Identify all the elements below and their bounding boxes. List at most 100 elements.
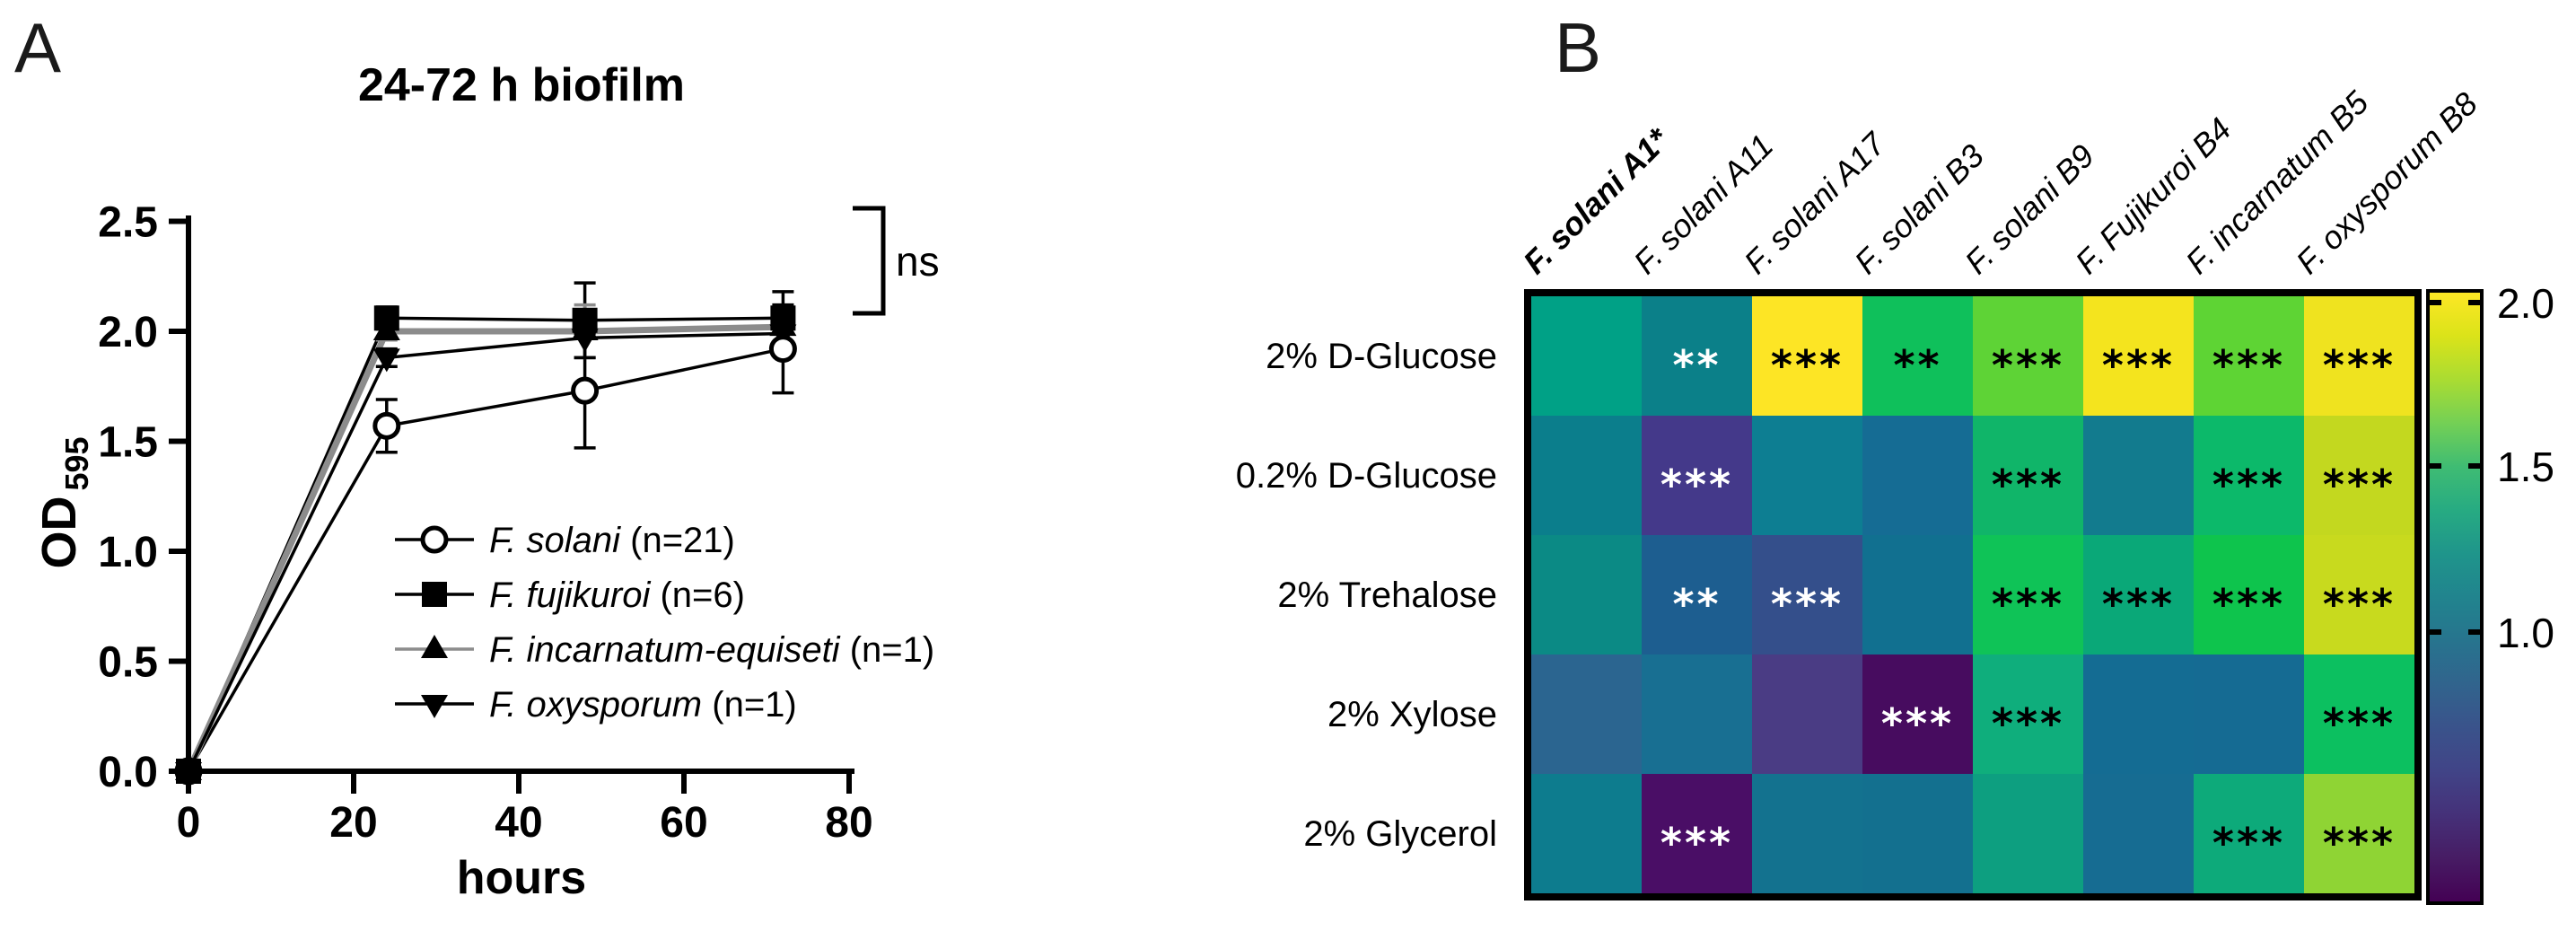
colorbar-tick-label: 2.0 (2497, 280, 2554, 328)
open-circle-marker (420, 525, 449, 554)
x-tick-label: 60 (660, 799, 707, 847)
chart-title: 24-72 h biofilm (358, 59, 685, 111)
biofilm-heatmap: ****************************************… (1524, 289, 2422, 900)
significance-stars: *** (1991, 340, 2065, 390)
heatmap-cell: *** (2194, 535, 2304, 654)
significance-stars: *** (1991, 579, 2065, 628)
heatmap-cell: *** (2304, 296, 2414, 416)
heatmap-colorbar (2426, 289, 2484, 905)
heatmap-cell: *** (1973, 416, 2083, 535)
significance-stars: *** (2322, 340, 2396, 390)
heatmap-cell: ** (1642, 535, 1752, 654)
heatmap-cell (2083, 774, 2194, 893)
heatmap-cell (1862, 416, 1973, 535)
heatmap-cell: *** (2083, 535, 2194, 654)
colorbar-tick (2430, 463, 2441, 470)
significance-stars: *** (2322, 579, 2396, 628)
filled-square-marker (572, 307, 598, 333)
significance-stars: *** (2212, 579, 2286, 628)
colorbar-tick-label: 1.0 (2497, 610, 2554, 657)
heatmap-cell: *** (2083, 296, 2194, 416)
heatmap-cell: *** (1752, 296, 1862, 416)
legend-label: F. fujikuroi (n=6) (489, 575, 745, 615)
significance-stars: *** (2212, 460, 2286, 509)
x-tick-label: 40 (495, 799, 542, 847)
y-axis-title: OD595 (32, 436, 95, 568)
panel-a-label: A (14, 8, 62, 87)
heatmap-row-label: 2% Glycerol (1303, 813, 1497, 854)
y-tick-label: 0.5 (98, 639, 158, 687)
heatmap-cell (1642, 654, 1752, 774)
significance-stars: *** (2101, 340, 2176, 390)
x-tick-label: 0 (177, 799, 201, 847)
y-tick-label: 1.5 (98, 419, 158, 467)
series-line-f-incarnatum-equiseti (185, 323, 784, 773)
significance-stars: *** (1770, 340, 1844, 390)
heatmap-cell (1973, 774, 2083, 893)
heatmap-cell: *** (1752, 535, 1862, 654)
series-line-f-solani (187, 347, 784, 772)
heatmap-cell: *** (2194, 296, 2304, 416)
significance-stars: *** (2322, 698, 2396, 748)
heatmap-cell (1531, 535, 1642, 654)
heatmap-row-label: 2% Trehalose (1277, 575, 1497, 615)
triangle-down-marker (372, 348, 400, 373)
heatmap-cell (1752, 774, 1862, 893)
triangle-up-marker (421, 635, 448, 658)
significance-stars: *** (1991, 698, 2065, 748)
ns-bracket (853, 206, 886, 316)
significance-stars: ** (1893, 340, 1942, 390)
colorbar-tick (2468, 463, 2480, 470)
legend-label: F. oxysporum (n=1) (489, 685, 797, 725)
open-circle-marker (768, 335, 797, 364)
heatmap-cell: ** (1862, 296, 1973, 416)
significance-stars: *** (2322, 460, 2396, 509)
heatmap-cell: *** (1642, 416, 1752, 535)
colorbar-tick (2430, 300, 2441, 306)
filled-square-marker (422, 582, 447, 607)
open-circle-marker (372, 411, 401, 440)
heatmap-cell: *** (2304, 416, 2414, 535)
heatmap-cell (1752, 654, 1862, 774)
heatmap-cell (1531, 774, 1642, 893)
significance-stars: ** (1672, 579, 1722, 628)
heatmap-cell: *** (2304, 535, 2414, 654)
y-tick-label: 1.0 (98, 529, 158, 576)
legend-label: F. solani (n=21) (489, 521, 735, 560)
significance-stars: *** (2212, 340, 2286, 390)
heatmap-cell: *** (2194, 774, 2304, 893)
significance-stars: *** (2322, 818, 2396, 867)
y-tick-label: 2.0 (98, 309, 158, 356)
significance-stars: ** (1672, 340, 1722, 390)
legend-item-f-oxysporum: F. oxysporum (n=1) (395, 685, 797, 725)
heatmap-cell: *** (1973, 296, 2083, 416)
colorbar-tick (2430, 629, 2441, 636)
legend-item-f-solani: F. solani (n=21) (395, 521, 735, 560)
colorbar-tick-label: 1.5 (2497, 444, 2554, 491)
heatmap-cell (1531, 296, 1642, 416)
heatmap-cell: *** (2194, 416, 2304, 535)
heatmap-cell: ** (1642, 296, 1752, 416)
markers-f-fujikuroi (176, 305, 796, 784)
filled-square-marker (770, 305, 796, 331)
heatmap-cell: *** (1973, 535, 2083, 654)
heatmap-cell (2083, 654, 2194, 774)
heatmap-cell: *** (2304, 654, 2414, 774)
heatmap-cell (1752, 416, 1862, 535)
y-tick-label: 0.0 (98, 749, 158, 796)
significance-stars: *** (1880, 698, 1955, 748)
colorbar-tick (2468, 300, 2480, 306)
legend-item-f-incarnatum-equiseti: F. incarnatum-equiseti (n=1) (395, 630, 934, 670)
heatmap-cell (1531, 416, 1642, 535)
colorbar-gradient (2430, 293, 2480, 901)
filled-square-marker (176, 759, 201, 784)
heatmap-cell: *** (1642, 774, 1752, 893)
triangle-down-marker (571, 329, 599, 353)
legend-label: F. incarnatum-equiseti (n=1) (489, 630, 934, 670)
x-tick-label: 20 (329, 799, 377, 847)
significance-stars: *** (2212, 818, 2286, 867)
heatmap-cell: *** (1973, 654, 2083, 774)
x-tick-label: 80 (825, 799, 872, 847)
significance-stars: *** (1660, 460, 1734, 509)
triangle-down-marker (421, 695, 448, 718)
